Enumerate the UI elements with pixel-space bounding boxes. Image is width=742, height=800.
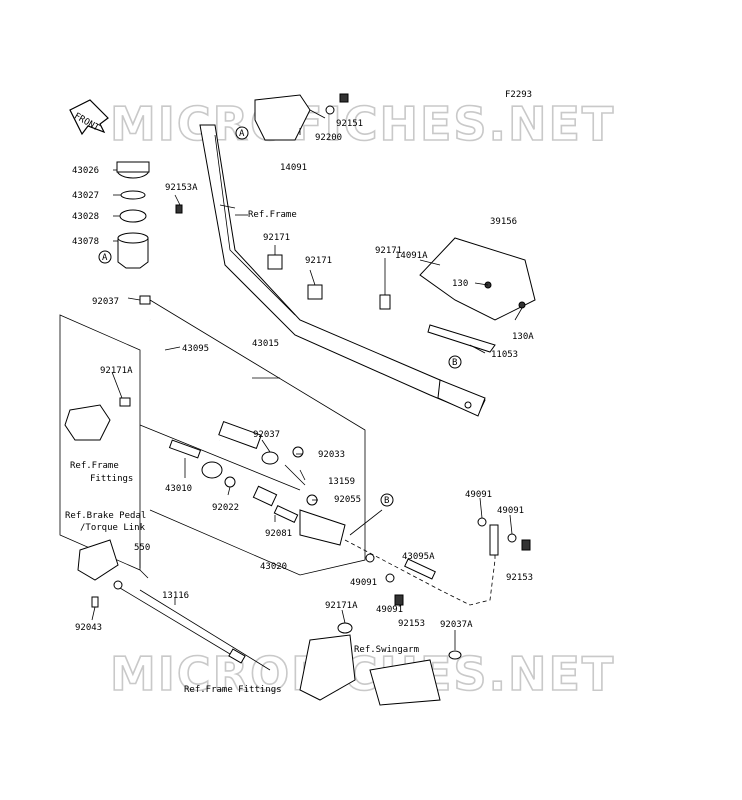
ref-frame-fittings-label: Ref.Frame bbox=[70, 461, 119, 471]
ref-brake-pedal-label: /Torque Link bbox=[80, 523, 146, 533]
frame-fittings-left bbox=[64, 404, 111, 441]
front-arrow-icon: FRONT bbox=[69, 99, 109, 136]
svg-text:B: B bbox=[452, 358, 457, 368]
part-label: 92153 bbox=[506, 573, 533, 583]
master-cylinder-parts bbox=[168, 420, 346, 546]
part-label: 92081 bbox=[265, 529, 292, 539]
brake-pedal-rod bbox=[77, 539, 271, 671]
part-label: 43010 bbox=[165, 484, 192, 494]
callout-b-right: B bbox=[448, 355, 462, 369]
part-label: 43020 bbox=[260, 562, 287, 572]
svg-text:A: A bbox=[102, 253, 108, 263]
part-label: 92043 bbox=[75, 623, 102, 633]
part-label: 92037 bbox=[92, 297, 119, 307]
ref-brake-pedal-label: Ref.Brake Pedal bbox=[65, 511, 146, 521]
part-label: 43026 bbox=[72, 166, 99, 176]
part-label: 550 bbox=[134, 543, 150, 553]
part-label: 92033 bbox=[318, 450, 345, 460]
part-label: 92171A bbox=[100, 366, 133, 376]
hose-43095 bbox=[149, 319, 221, 441]
reservoir-assembly bbox=[116, 161, 183, 305]
part-label: 43095 bbox=[182, 344, 209, 354]
part-label: 43078 bbox=[72, 237, 99, 247]
diagram-code: F2293 bbox=[505, 90, 532, 100]
part-label: 39156 bbox=[490, 217, 517, 227]
watermark-bottom: MICROFICHES.NET bbox=[110, 647, 615, 701]
svg-text:A: A bbox=[239, 129, 245, 139]
leader-lines bbox=[91, 109, 523, 650]
part-label: 14091 bbox=[280, 163, 307, 173]
part-label: 130 bbox=[452, 279, 468, 289]
part-label: 92055 bbox=[334, 495, 361, 505]
part-label: 92153 bbox=[398, 619, 425, 629]
bracket-14091 bbox=[254, 93, 349, 141]
part-label: 130A bbox=[512, 332, 534, 342]
part-label: 43027 bbox=[72, 191, 99, 201]
part-label: 49091 bbox=[376, 605, 403, 615]
ref-frame-label: Ref.Frame bbox=[248, 210, 297, 220]
frame-tube bbox=[199, 124, 486, 417]
part-label: 13159 bbox=[328, 477, 355, 487]
part-label: 92037A bbox=[440, 620, 473, 630]
part-label: 92171 bbox=[375, 246, 402, 256]
ref-frame-fittings-bottom-label: Ref.Frame Fittings bbox=[184, 685, 282, 695]
callout-a-left: A bbox=[98, 250, 112, 264]
part-label: 43015 bbox=[252, 339, 279, 349]
part-label: 14091A bbox=[395, 251, 428, 261]
brake-line-43095A bbox=[344, 517, 531, 606]
ref-swingarm-label: Ref.Swingarm bbox=[354, 645, 419, 655]
callout-b-mid: B bbox=[380, 493, 394, 507]
part-label: 92022 bbox=[212, 503, 239, 513]
part-label: 92037 bbox=[253, 430, 280, 440]
part-label: 92171A bbox=[325, 601, 358, 611]
part-label: 49091 bbox=[497, 506, 524, 516]
part-label: 92151 bbox=[336, 119, 363, 129]
part-label: 92200 bbox=[315, 133, 342, 143]
bottom-fittings bbox=[299, 622, 462, 706]
part-label: 43095A bbox=[402, 552, 435, 562]
svg-text:B: B bbox=[384, 496, 389, 506]
part-label: 43028 bbox=[72, 212, 99, 222]
part-label: 49091 bbox=[350, 578, 377, 588]
part-label: 13116 bbox=[162, 591, 189, 601]
watermark-top: MICROFICHES.NET bbox=[110, 97, 615, 151]
part-label: 11053 bbox=[491, 350, 518, 360]
part-label: 92153A bbox=[165, 183, 198, 193]
bracket-14091A bbox=[419, 237, 536, 353]
part-label: 92171 bbox=[263, 233, 290, 243]
callout-a-top: A bbox=[235, 126, 249, 140]
part-label: 49091 bbox=[465, 490, 492, 500]
part-label: 92171 bbox=[305, 256, 332, 266]
ref-frame-fittings-label: Fittings bbox=[90, 474, 133, 484]
